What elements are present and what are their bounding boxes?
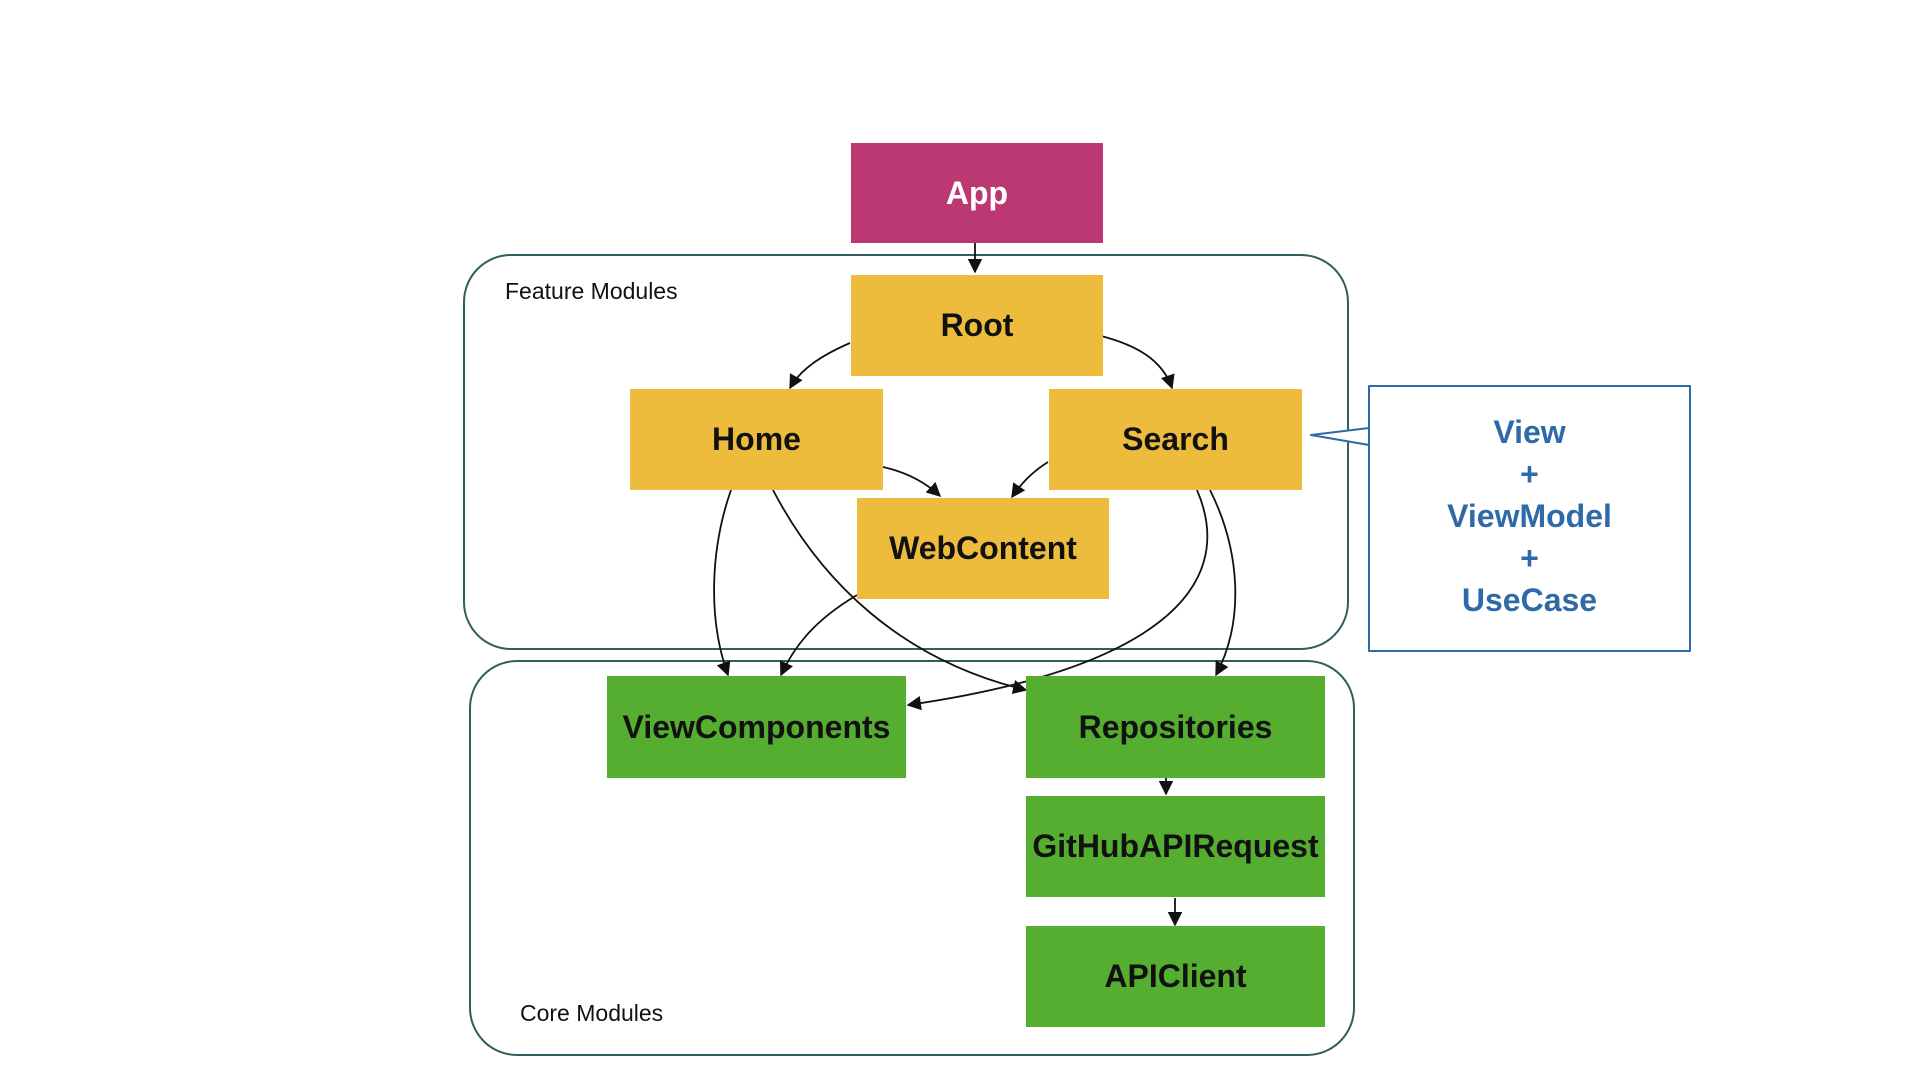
callout-bubble <box>1310 385 1691 652</box>
feature-modules-label: Feature Modules <box>505 278 678 304</box>
githubapirequest-node: GitHubAPIRequest <box>1026 796 1325 897</box>
repositories-node: Repositories <box>1026 676 1325 778</box>
webcontent-node: WebContent <box>857 498 1109 599</box>
edge-root-search <box>1100 335 1175 390</box>
viewcomponents-node: ViewComponents <box>607 676 906 778</box>
edge-webcontent-viewcomponents <box>779 594 858 677</box>
edge-search-viewcomponents <box>906 489 1209 711</box>
core-modules-label: Core Modules <box>520 1000 664 1026</box>
edge-root-home <box>789 342 851 390</box>
feature-modules-group <box>463 254 1349 650</box>
edge-home-webcontent <box>882 466 942 497</box>
apiclient-node: APIClient <box>1026 926 1325 1027</box>
callout-line-plus-2: + <box>1520 540 1539 576</box>
search-node: Search <box>1049 389 1302 490</box>
callout-line-plus-1: + <box>1520 456 1539 492</box>
callout-line-usecase: UseCase <box>1461 582 1598 618</box>
edge-search-repositories <box>1209 489 1237 677</box>
core-modules-group <box>469 660 1355 1056</box>
edge-search-webcontent <box>1011 461 1049 499</box>
root-node: Root <box>851 275 1103 376</box>
callout-line-view: View <box>1493 414 1566 450</box>
home-node: Home <box>630 389 883 490</box>
edge-home-viewcomponents <box>713 489 732 677</box>
callout-text: View + ViewModel + UseCase <box>1369 411 1690 621</box>
callout-line-viewmodel: ViewModel <box>1447 498 1612 534</box>
edge-home-repositories <box>772 489 1028 694</box>
app-node: App <box>851 143 1103 243</box>
